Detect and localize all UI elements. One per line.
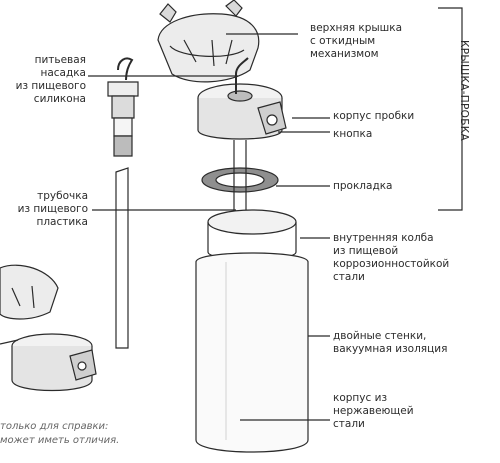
label-group-title: КРЫШКА-ПРОБКА: [458, 40, 470, 141]
gasket-illustration: [202, 168, 278, 192]
label-inner-flask: внутренняя колба из пищевой коррозионнос…: [333, 232, 449, 284]
label-straw: трубочка из пищевого пластика: [0, 190, 88, 229]
label-button: кнопка: [333, 128, 372, 141]
label-cap-body: корпус пробки: [333, 110, 414, 123]
mouthpiece-illustration: [108, 58, 138, 156]
top-lid-illustration: [158, 0, 259, 82]
label-double-walls: двойные стенки, вакуумная изоляция: [333, 330, 447, 356]
reference-note: только для справки: может иметь отличия.: [0, 420, 119, 448]
label-outer-body: корпус из нержавеющей стали: [333, 392, 414, 431]
label-mouthpiece: питьевая насадка из пищевого силикона: [0, 54, 86, 106]
straw-illustration: [116, 168, 128, 348]
label-gasket: прокладка: [333, 180, 392, 193]
label-top-lid: верхняя крышка с откидным механизмом: [310, 22, 402, 61]
bottle-body-illustration: [196, 210, 308, 452]
secondary-lid-illustration: [0, 265, 96, 390]
